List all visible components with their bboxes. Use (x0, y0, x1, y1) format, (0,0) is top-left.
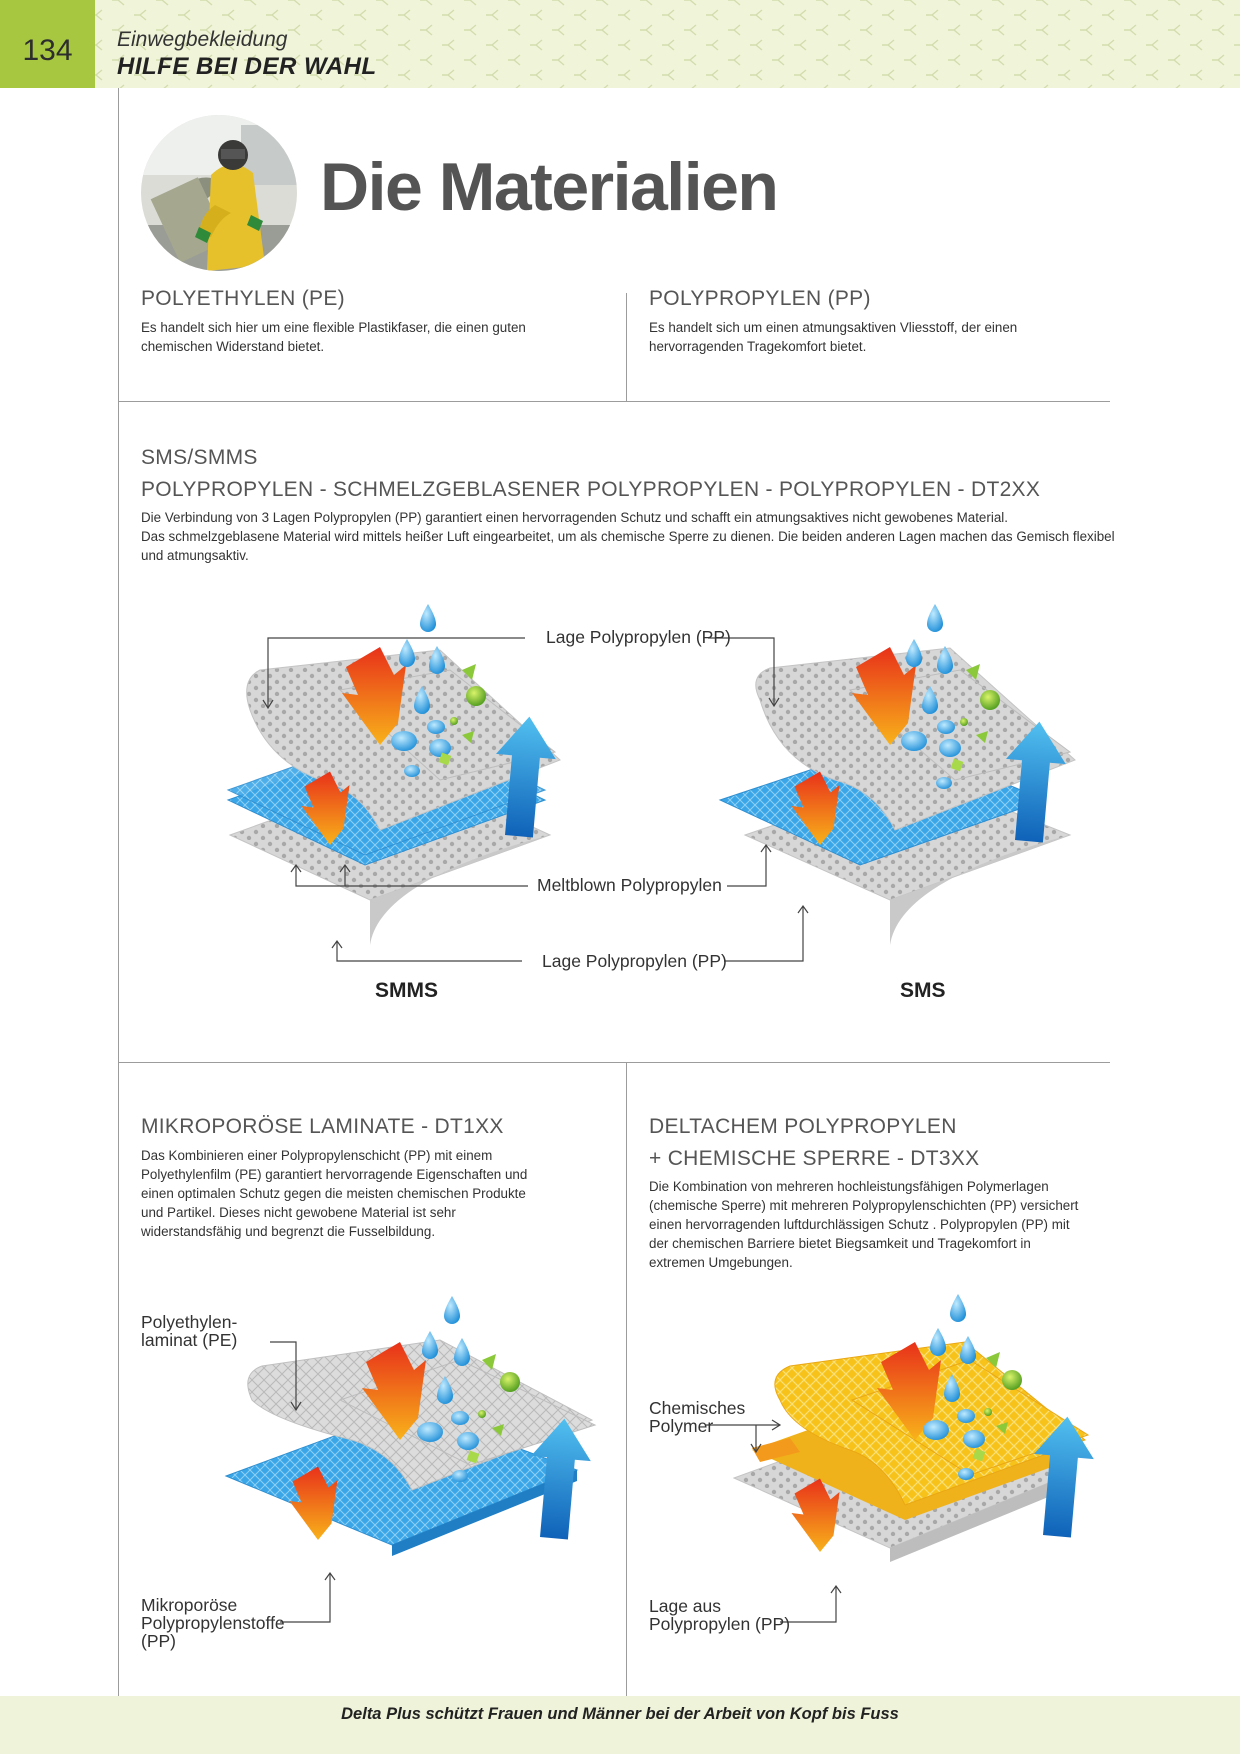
sms-label-bottom: Lage Polypropylen (PP) (542, 951, 727, 971)
deltachem-subheading: + CHEMISCHE SPERRE - DT3XX (649, 1147, 980, 1170)
laminate-label-top-2: laminat (PE) (141, 1330, 238, 1350)
deltachem-label-bottom-1: Lage aus (649, 1596, 722, 1616)
sms-diagram (718, 604, 1076, 945)
deltachem-label-top-1: Chemisches (649, 1398, 746, 1418)
smms-diagram (226, 604, 561, 945)
footer-band (0, 1696, 1240, 1754)
deltachem-diagram (732, 1294, 1098, 1562)
bottom-column-divider (626, 1062, 627, 1696)
page-number: 134 (22, 34, 73, 67)
section-title: HILFE BEI DER WAHL (117, 53, 377, 80)
sms-text-2: Das schmelzgeblasene Material wird mitte… (141, 529, 1115, 563)
pe-text: Es handelt sich hier um eine flexible Pl… (141, 320, 526, 354)
footer-text: Delta Plus schützt Frauen und Männer bei… (341, 1705, 899, 1723)
laminate-label-bottom-2: Polypropylenstoffe (141, 1613, 285, 1633)
laminate-text: Das Kombinieren einer Polypropylenschich… (141, 1148, 528, 1239)
pp-heading: POLYPROPYLEN (PP) (649, 287, 871, 310)
deltachem-label-bottom-2: Polypropylen (PP) (649, 1614, 791, 1634)
header-pattern (95, 0, 1240, 88)
sms-caption: SMS (900, 979, 946, 1002)
pp-text: Es handelt sich um einen atmungsaktiven … (649, 320, 1018, 354)
pe-heading: POLYETHYLEN (PE) (141, 287, 345, 310)
sms-text-1: Die Verbindung von 3 Lagen Polypropylen … (141, 510, 1008, 525)
divider-1 (118, 401, 1110, 402)
deltachem-text: Die Kombination von mehreren hochleistun… (649, 1179, 1079, 1270)
bottom-callouts (270, 1341, 842, 1623)
deltachem-label-top-2: Polymer (649, 1416, 714, 1436)
section-label: Einwegbekleidung (117, 28, 288, 51)
top-column-divider (626, 293, 627, 401)
laminate-label-bottom-3: (PP) (141, 1631, 176, 1651)
deltachem-heading: DELTACHEM POLYPROPYLEN (649, 1115, 957, 1138)
sms-label-middle: Meltblown Polypropylen (537, 875, 722, 895)
page-number-box (0, 0, 95, 88)
left-frame-line (118, 88, 119, 1696)
sms-callouts (262, 637, 809, 962)
sms-label-top: Lage Polypropylen (PP) (546, 627, 731, 647)
laminate-diagram (224, 1296, 597, 1556)
divider-2 (118, 1062, 1110, 1063)
page-title: Die Materialien (320, 149, 779, 225)
sms-subheading: POLYPROPYLEN - SCHMELZGEBLASENER POLYPRO… (141, 478, 1041, 501)
smms-caption: SMMS (375, 979, 438, 1002)
laminate-label-top-1: Polyethylen- (141, 1312, 238, 1332)
laminate-heading: MIKROPORÖSE LAMINATE - DT1XX (141, 1115, 504, 1138)
laminate-label-bottom-1: Mikroporöse (141, 1595, 238, 1615)
sms-heading: SMS/SMMS (141, 446, 258, 469)
